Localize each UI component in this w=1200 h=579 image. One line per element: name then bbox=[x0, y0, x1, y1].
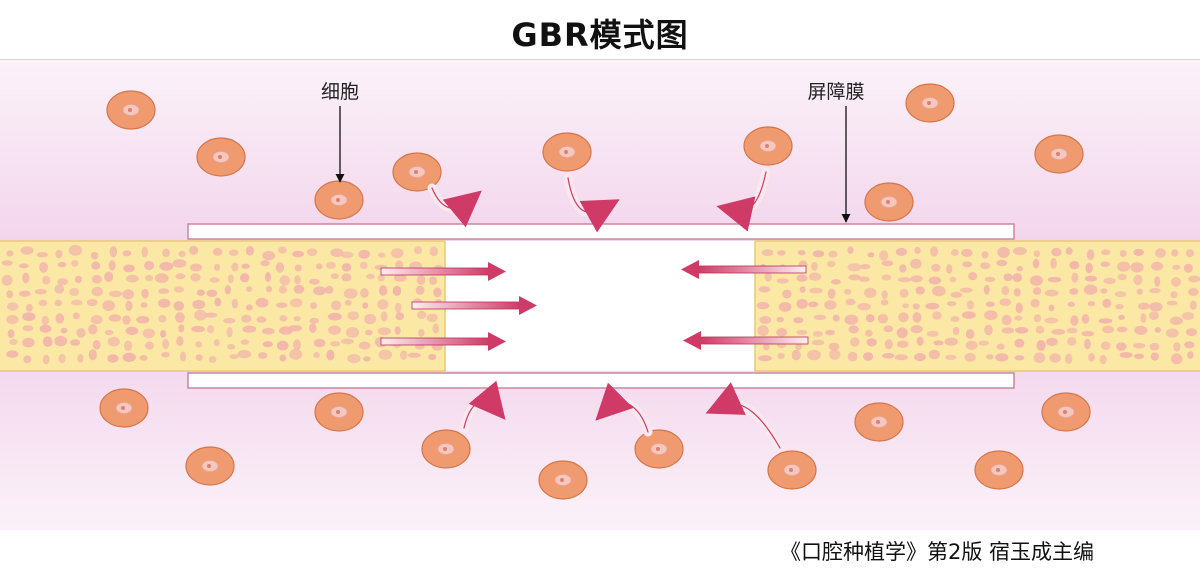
cell bbox=[864, 182, 914, 222]
cell bbox=[743, 126, 793, 166]
growth-arrow bbox=[681, 260, 807, 279]
cell bbox=[767, 450, 817, 490]
cell-label: 细胞 bbox=[321, 81, 359, 103]
cell bbox=[854, 402, 904, 442]
cell bbox=[542, 132, 592, 172]
cell bbox=[196, 137, 246, 177]
cell bbox=[421, 429, 471, 469]
slide-title: GBR模式图 bbox=[511, 16, 689, 54]
blocked-migration-arrows bbox=[427, 167, 785, 453]
cell bbox=[974, 450, 1024, 490]
growth-arrow bbox=[411, 296, 537, 315]
cell bbox=[1034, 134, 1084, 174]
cell bbox=[314, 180, 364, 220]
growth-arrow bbox=[380, 332, 506, 351]
cell bbox=[314, 392, 364, 432]
cells bbox=[99, 83, 1091, 500]
cell bbox=[99, 388, 149, 428]
header-divider bbox=[0, 59, 1200, 60]
cell bbox=[538, 460, 588, 500]
growth-arrow bbox=[683, 331, 809, 350]
cell bbox=[185, 446, 235, 486]
bone-growth-arrows bbox=[380, 260, 809, 351]
barrier-membrane-bottom bbox=[187, 372, 1015, 389]
cell bbox=[1041, 392, 1091, 432]
bone-band bbox=[0, 240, 1200, 372]
barrier-membrane-top bbox=[187, 223, 1015, 240]
cell bbox=[634, 429, 684, 469]
membrane-label: 屏障膜 bbox=[807, 81, 864, 103]
cell bbox=[392, 152, 442, 192]
growth-arrow bbox=[380, 262, 506, 281]
source-caption: 《口腔种植学》第2版 宿玉成主编 bbox=[780, 540, 1095, 564]
cell bbox=[106, 90, 156, 130]
cell bbox=[905, 83, 955, 123]
gbr-diagram: 细胞 屏障膜 bbox=[0, 60, 1200, 530]
